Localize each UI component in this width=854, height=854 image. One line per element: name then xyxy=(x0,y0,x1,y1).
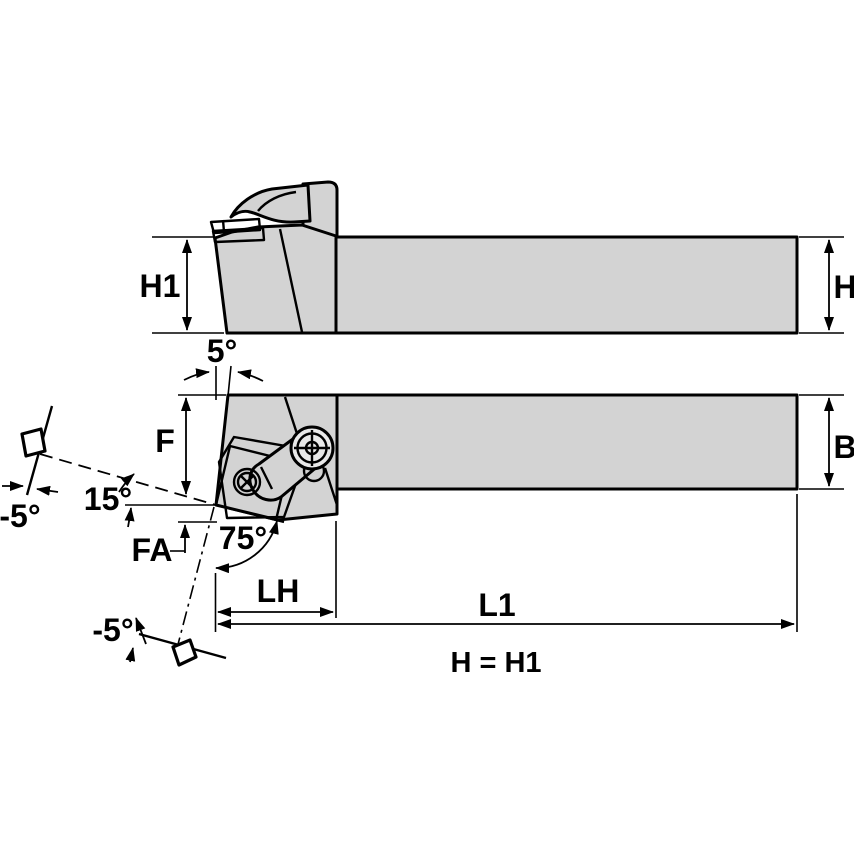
angle-15deg: 15° xyxy=(39,453,217,528)
dim-label-lh: LH xyxy=(257,573,300,609)
shank-top xyxy=(335,393,799,491)
dimension-f: F xyxy=(155,394,226,495)
shim-side xyxy=(211,226,266,244)
angle-label-5deg: 5° xyxy=(207,333,238,369)
angle-5deg: 5° xyxy=(183,333,264,400)
angle-label-minus5-lower: -5° xyxy=(92,612,133,648)
dimension-l1: L1 xyxy=(217,494,798,632)
angle-minus5-upper: -5° xyxy=(0,405,59,534)
clamp-tip-line xyxy=(259,466,274,490)
dimension-b: B xyxy=(799,394,854,490)
pocket-corner-line xyxy=(323,467,339,506)
head-neck-line xyxy=(278,228,304,333)
dim-label-f: F xyxy=(155,423,175,459)
top-view xyxy=(214,393,799,524)
angle-label-minus5-upper: -5° xyxy=(0,498,41,534)
dimension-fa: FA xyxy=(132,521,217,568)
clamp-screw-icon xyxy=(289,425,335,471)
clamp-block-side xyxy=(301,180,339,238)
dim-label-h1: H1 xyxy=(140,268,181,304)
insert-section-symbol-lower xyxy=(171,638,198,667)
equation-label: H = H1 xyxy=(450,647,541,679)
insert-side xyxy=(209,217,262,235)
clamp-arm-side xyxy=(229,183,312,224)
insert-screw-icon xyxy=(232,467,262,497)
shank-side xyxy=(334,235,799,335)
angle-label-15deg: 15° xyxy=(84,481,132,517)
dimension-h1: H1 xyxy=(140,236,224,334)
side-view xyxy=(209,180,799,335)
dim-label-fa: FA xyxy=(132,532,173,568)
insert-section-symbol-upper xyxy=(20,427,47,458)
dim-label-b: B xyxy=(833,429,854,465)
dim-label-l1: L1 xyxy=(478,587,515,623)
angle-label-75deg: 75° xyxy=(219,520,267,556)
dim-label-h: H xyxy=(833,269,854,305)
clamp-arm-inner-line xyxy=(257,190,297,212)
dimension-lh: LH xyxy=(214,521,337,632)
insert-edge-tick xyxy=(221,219,226,233)
angle-75deg: 75° xyxy=(215,520,279,574)
angle-minus5-lower: -5° xyxy=(92,506,227,667)
dimension-h: H xyxy=(799,236,854,334)
